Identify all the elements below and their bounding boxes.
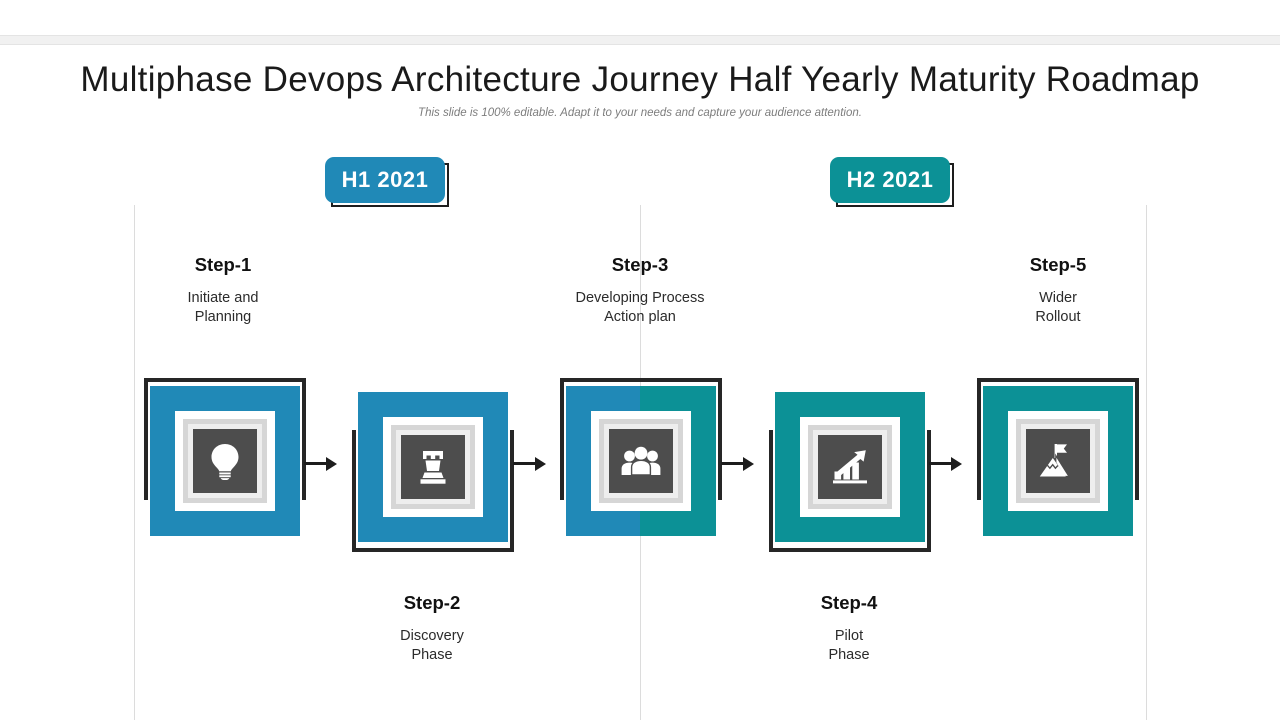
step-title: Step-5 [1029, 254, 1087, 275]
step-icon-plate [1026, 429, 1090, 493]
step-description: Wider Rollout [1035, 289, 1081, 325]
arrow-head [951, 456, 962, 471]
step-node-5[interactable] [977, 378, 1139, 536]
step-text-3: Step-3 Developing Process Action plan [525, 254, 755, 327]
step-icon-plate [401, 435, 465, 499]
arrow-shaft [304, 462, 328, 465]
step-node-2[interactable] [352, 392, 514, 552]
page-title: Multiphase Devops Architecture Journey H… [80, 60, 1200, 99]
chess-rook-icon [415, 448, 451, 486]
period-badge-label: H1 2021 [325, 157, 445, 203]
step-node-1[interactable] [144, 378, 306, 536]
step-title: Step-1 [194, 254, 252, 275]
arrow-shaft [513, 462, 537, 465]
period-badge-label: H2 2021 [830, 157, 950, 203]
step-icon-plate [609, 429, 673, 493]
flow-arrow-icon [929, 455, 963, 471]
step-title: Step-3 [611, 254, 669, 275]
step-node-4[interactable] [769, 392, 931, 552]
page-subtitle: This slide is 100% editable. Adapt it to… [418, 107, 862, 119]
step-text-1: Step-1 Initiate and Planning [108, 254, 338, 327]
step-title: Step-2 [403, 592, 461, 613]
step-description: Discovery Phase [400, 627, 464, 663]
step-text-4: Step-4 Pilot Phase [734, 592, 964, 665]
mountain-flag-icon [1038, 442, 1078, 480]
step-description: Pilot Phase [828, 627, 870, 663]
arrow-shaft [929, 462, 953, 465]
timeline-divider-left [134, 205, 135, 720]
step-text-2: Step-2 Discovery Phase [317, 592, 547, 665]
arrow-head [535, 456, 546, 471]
arrow-shaft [721, 462, 745, 465]
top-divider-strip [0, 35, 1280, 45]
step-node-3[interactable] [560, 378, 722, 536]
flow-arrow-icon [304, 455, 338, 471]
step-icon-plate [818, 435, 882, 499]
flow-arrow-icon [721, 455, 755, 471]
growth-chart-icon [830, 448, 870, 486]
period-badge-h1[interactable]: H1 2021 [325, 157, 451, 207]
lightbulb-icon [207, 442, 243, 480]
people-group-icon [621, 446, 661, 476]
step-icon-plate [193, 429, 257, 493]
step-description: Initiate and Planning [187, 289, 259, 325]
flow-arrow-icon [513, 455, 547, 471]
arrow-head [326, 456, 337, 471]
step-description: Developing Process Action plan [575, 289, 705, 325]
timeline-divider-right [1146, 205, 1147, 720]
arrow-head [743, 456, 754, 471]
step-title: Step-4 [820, 592, 878, 613]
period-badge-h2[interactable]: H2 2021 [830, 157, 956, 207]
step-text-5: Step-5 Wider Rollout [943, 254, 1173, 327]
